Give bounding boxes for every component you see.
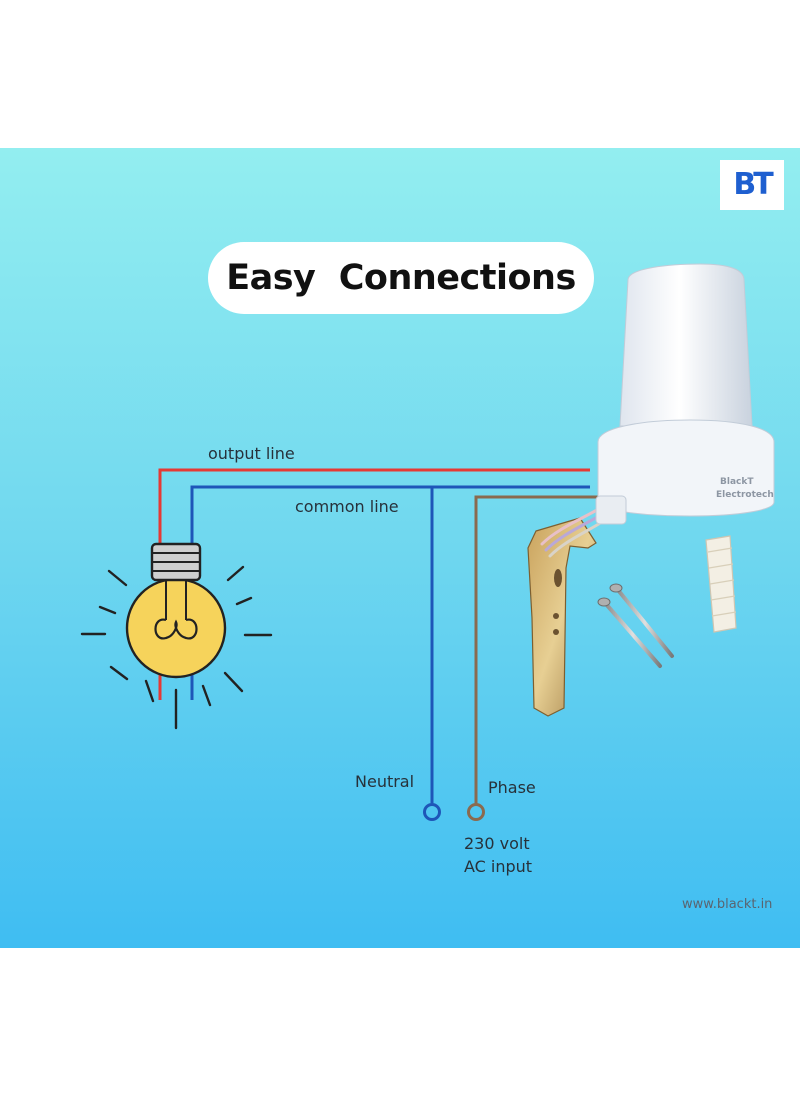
neutral-label: Neutral [355, 772, 415, 791]
page-title: Easy Connections [226, 258, 576, 298]
screw-icon [597, 583, 674, 668]
neutral-terminal [423, 803, 441, 821]
website-watermark: www.blackt.in [682, 897, 773, 912]
wall-anchor [705, 535, 737, 633]
phase-label: Phase [488, 778, 536, 797]
device-imprint-name: Electrotech [716, 490, 774, 500]
input-type-label: AC input [464, 857, 533, 876]
brand-logo: BT [720, 160, 784, 210]
device-imprint-brand: BlackT [720, 477, 754, 487]
photocell-sensor [595, 263, 775, 525]
title-pill: Easy Connections [208, 242, 594, 314]
brand-logo-text: BT [733, 167, 773, 202]
light-bulb-icon [80, 542, 273, 730]
output-line-label: output line [208, 444, 295, 463]
phase-terminal [467, 803, 485, 821]
mounting-bracket [527, 517, 597, 717]
input-voltage-label: 230 volt [464, 834, 530, 853]
phase-wire [474, 495, 602, 803]
common-line-label: common line [295, 497, 399, 516]
